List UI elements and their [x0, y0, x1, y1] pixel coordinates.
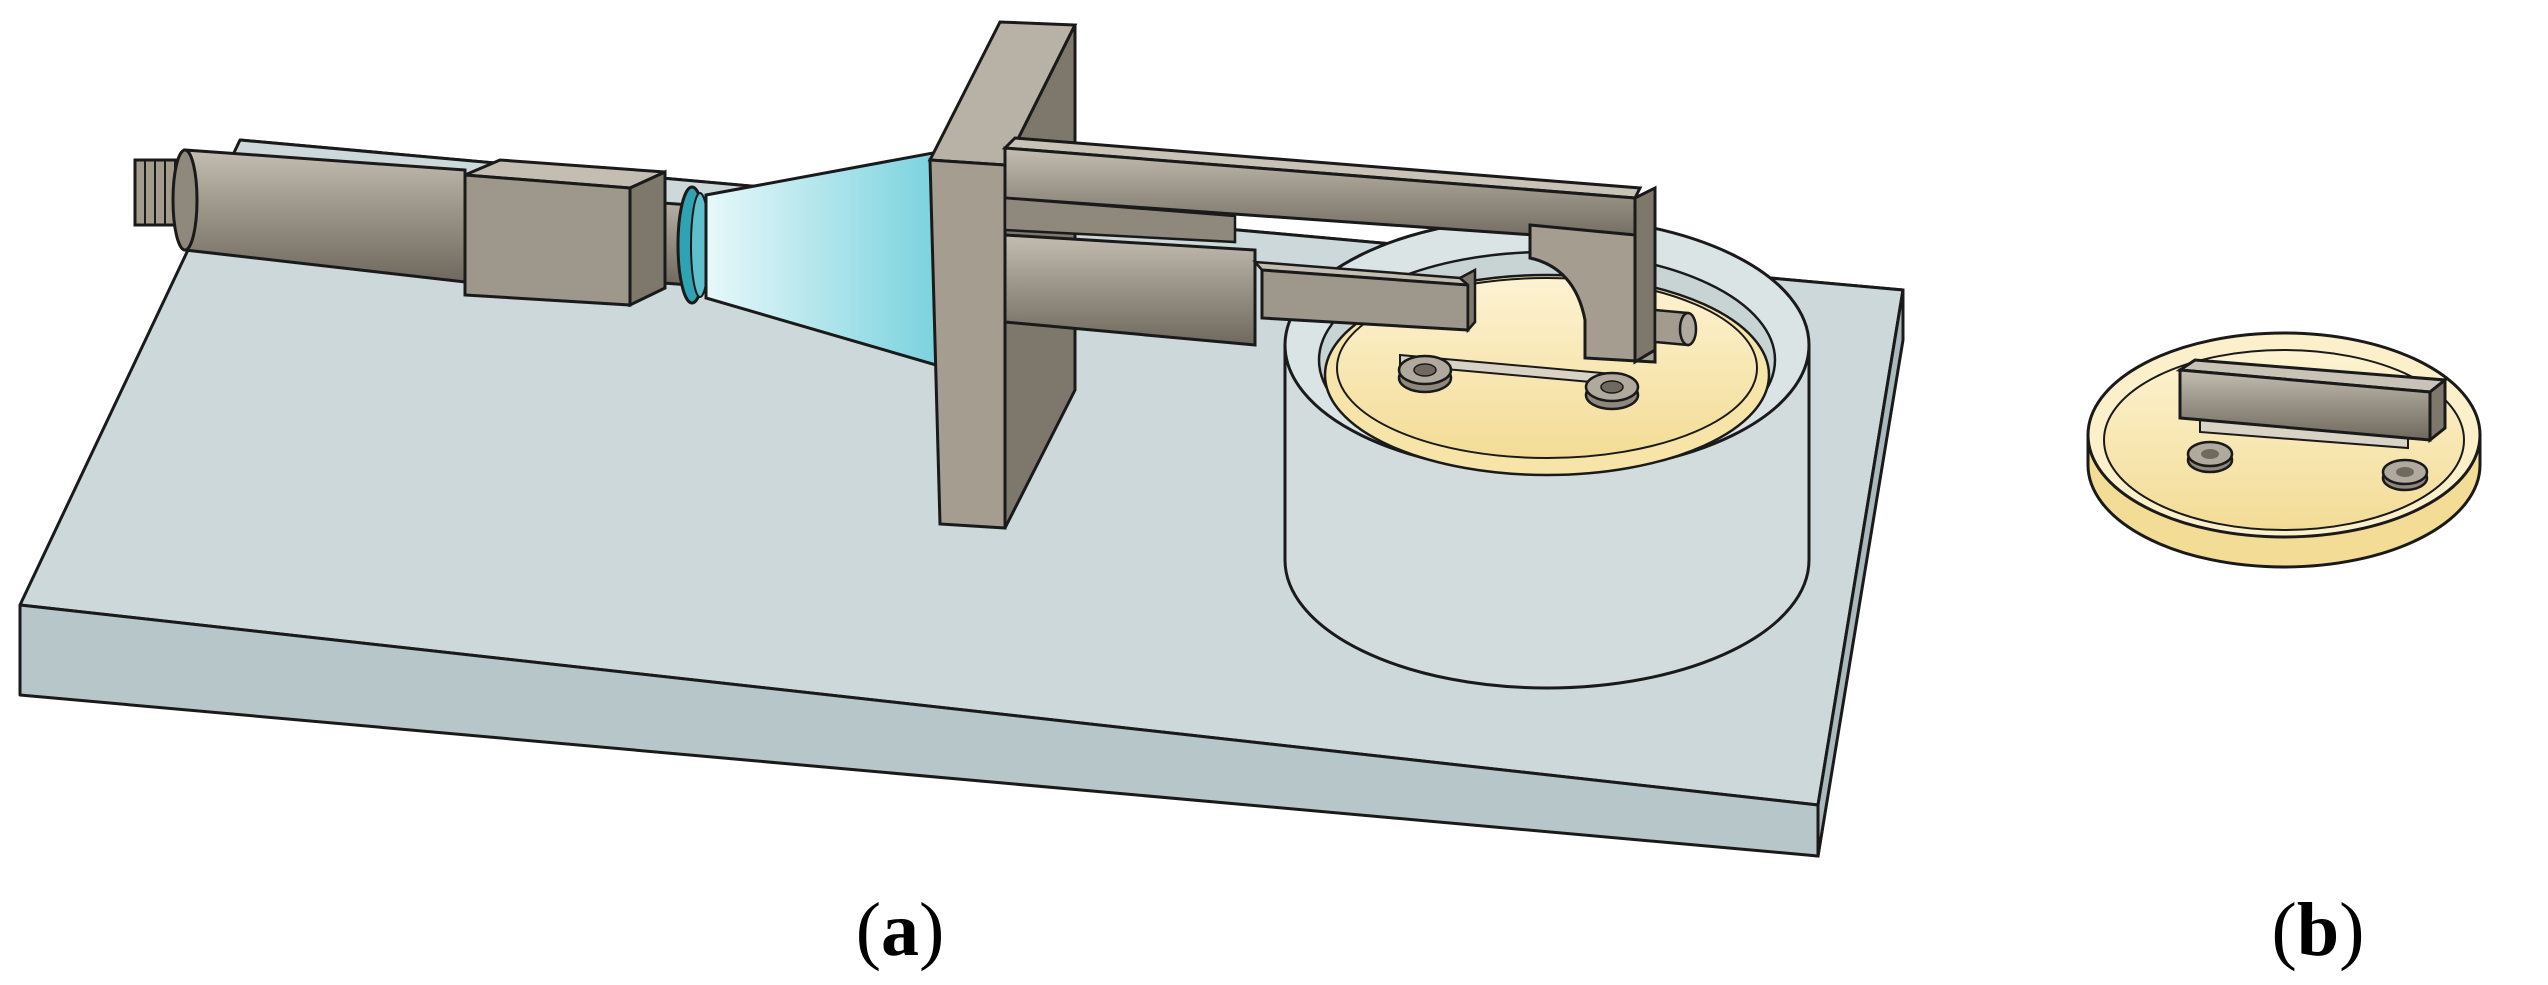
- specimen-in-cup: [1397, 353, 1640, 411]
- specimen-block: [2175, 358, 2449, 492]
- panel-a-apparatus: [18, 20, 1905, 858]
- support-arm: [1001, 136, 1698, 365]
- o-ring: [676, 185, 710, 305]
- clamp-block: [463, 158, 667, 308]
- panel-b-dish: [2086, 331, 2482, 569]
- panel-b-label: b: [2297, 888, 2339, 972]
- lower-horn-arm: [1003, 233, 1477, 347]
- panel-a-label: a: [881, 888, 919, 972]
- panel-a-caption: (a): [856, 888, 945, 972]
- panel-b-caption: (b): [2272, 888, 2365, 972]
